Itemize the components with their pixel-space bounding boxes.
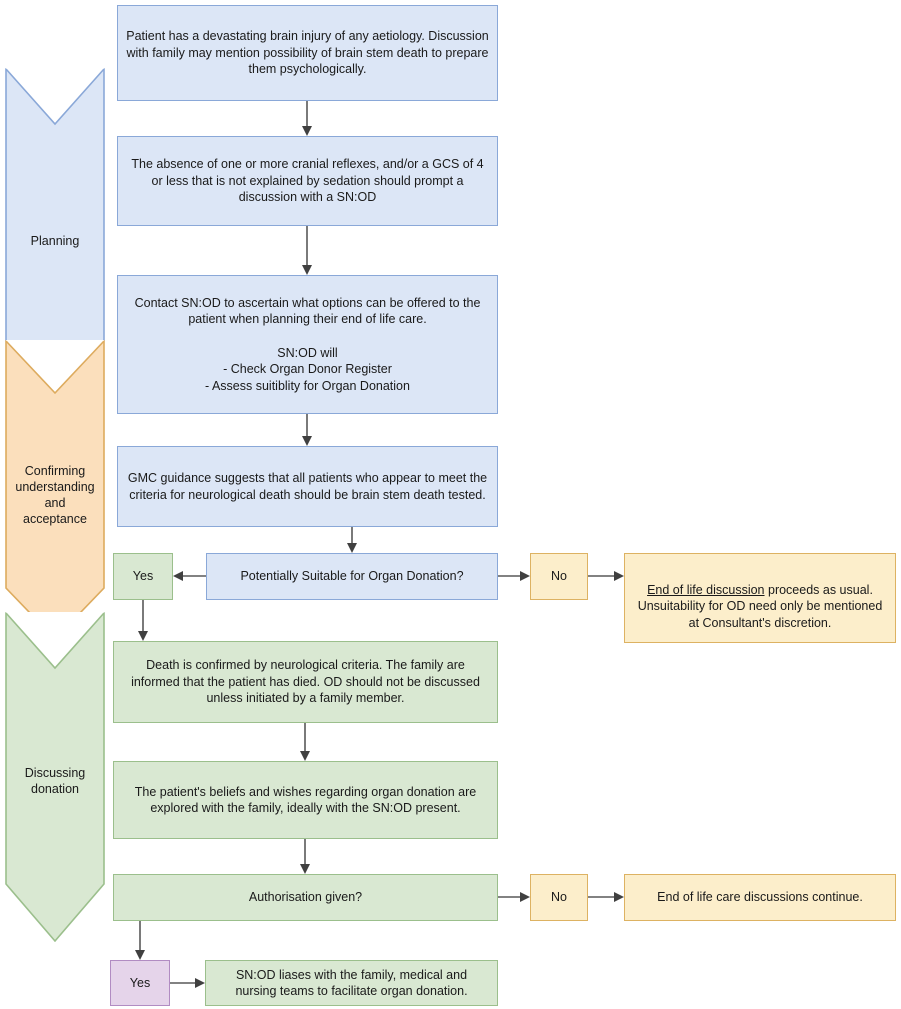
node-decision-suitability-yes[interactable]: Yes bbox=[113, 553, 173, 600]
node-final-action[interactable]: SN:OD liases with the family, medical an… bbox=[205, 960, 498, 1006]
node-decision-authorisation-no[interactable]: No bbox=[530, 874, 588, 921]
phase-band-confirming-label: Confirming understanding and acceptance bbox=[15, 464, 95, 526]
node-decision-authorisation[interactable]: Authorisation given? bbox=[113, 874, 498, 921]
phase-band-planning-label: Planning bbox=[30, 233, 80, 248]
chevron-shape-orange bbox=[5, 340, 105, 640]
phase-band-discussing: Discussing donation bbox=[5, 612, 105, 942]
node-step-3-intro: Contact SN:OD to ascertain what options … bbox=[134, 295, 481, 327]
node-outcome-unsuitable[interactable]: End of life discussion proceeds as usual… bbox=[624, 553, 896, 643]
node-step-1[interactable]: Patient has a devastating brain injury o… bbox=[117, 5, 498, 101]
node-step-6[interactable]: The patient's beliefs and wishes regardi… bbox=[113, 761, 498, 839]
phase-band-discussing-label: Discussing donation bbox=[24, 766, 86, 796]
node-outcome-no-authorisation[interactable]: End of life care discussions continue. bbox=[624, 874, 896, 921]
phase-band-confirming: Confirming understanding and acceptance bbox=[5, 340, 105, 640]
arrowhead bbox=[135, 950, 145, 960]
node-decision-suitability[interactable]: Potentially Suitable for Organ Donation? bbox=[206, 553, 498, 600]
node-outcome-unsuitable-text: End of life discussion proceeds as usual… bbox=[633, 565, 887, 631]
arrowhead bbox=[173, 571, 183, 581]
end-of-life-discussion-link: End of life discussion bbox=[647, 582, 765, 597]
node-step-3[interactable]: Contact SN:OD to ascertain what options … bbox=[117, 275, 498, 414]
arrowhead bbox=[302, 126, 312, 136]
arrowhead bbox=[302, 265, 312, 275]
arrowhead bbox=[300, 864, 310, 874]
node-step-2[interactable]: The absence of one or more cranial refle… bbox=[117, 136, 498, 226]
arrowhead bbox=[614, 892, 624, 902]
node-decision-authorisation-yes[interactable]: Yes bbox=[110, 960, 170, 1006]
arrowhead bbox=[614, 571, 624, 581]
arrowhead bbox=[138, 631, 148, 641]
node-step-3-actions: SN:OD will - Check Organ Donor Register … bbox=[205, 345, 410, 393]
node-step-4[interactable]: GMC guidance suggests that all patients … bbox=[117, 446, 498, 527]
arrowhead bbox=[300, 751, 310, 761]
node-step-5[interactable]: Death is confirmed by neurological crite… bbox=[113, 641, 498, 723]
arrowhead bbox=[520, 571, 530, 581]
node-outcome-unsuitable-rest: proceeds as usual. Unsuitability for OD … bbox=[637, 582, 883, 630]
arrowhead bbox=[302, 436, 312, 446]
arrowhead bbox=[195, 978, 205, 988]
chevron-shape-green bbox=[5, 612, 105, 942]
node-decision-suitability-no[interactable]: No bbox=[530, 553, 588, 600]
arrowhead bbox=[520, 892, 530, 902]
arrowhead bbox=[347, 543, 357, 553]
